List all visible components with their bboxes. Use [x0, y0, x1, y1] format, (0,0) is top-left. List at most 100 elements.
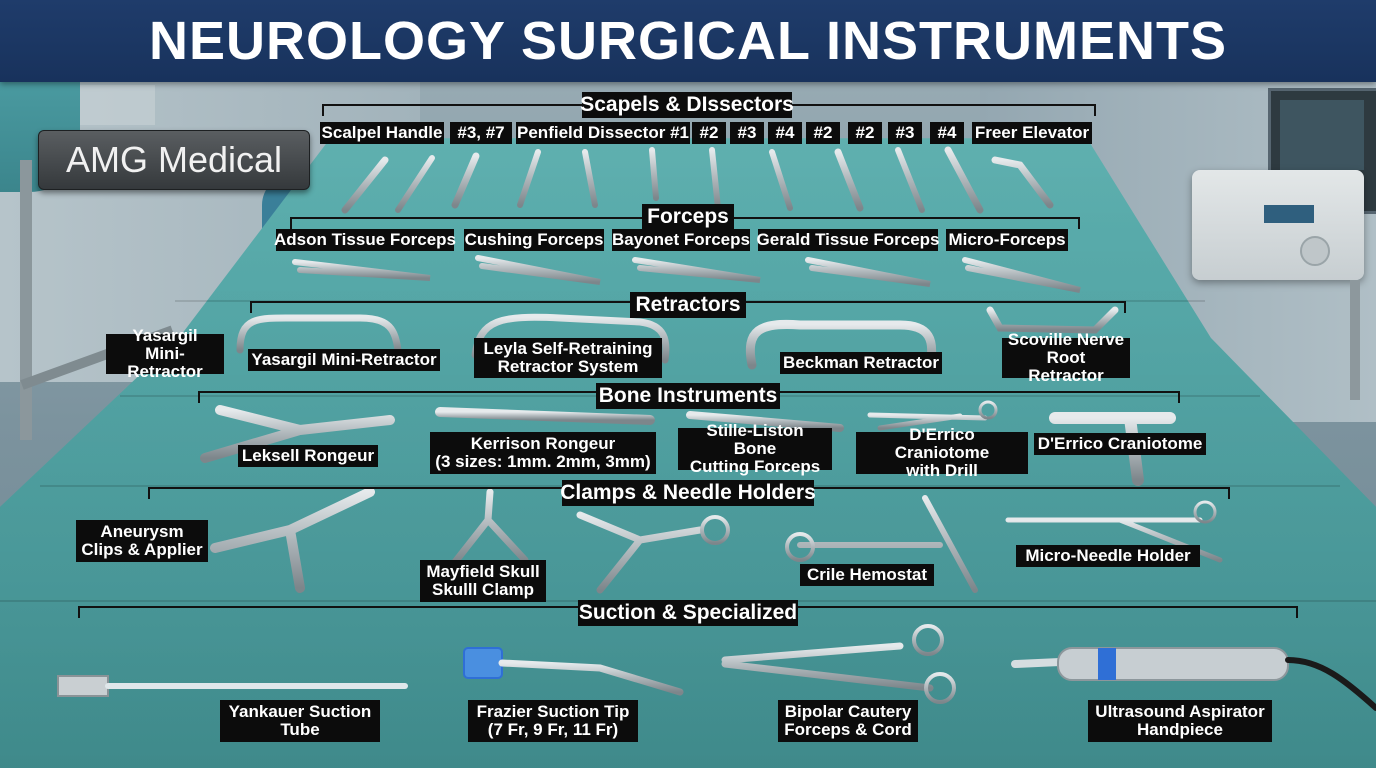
forceps-section-heading: Forceps — [642, 204, 734, 230]
scalpels-section-heading: Scapels & DIssectors — [580, 92, 794, 118]
forceps-set — [292, 255, 1081, 293]
background-stand-pole — [20, 160, 32, 440]
yasargil-retractor-instrument — [236, 314, 402, 354]
electrosurgical-unit-knob — [1300, 236, 1330, 266]
instrument-ring-handle — [978, 400, 998, 420]
frazier-suction-tip-label: Frazier Suction Tip (7 Fr, 9 Fr, 11 Fr) — [468, 700, 638, 742]
instrument-ring-handle — [912, 624, 944, 656]
derrico-craniotome-drill-label: D'Errico Craniotome with Drill — [856, 426, 1028, 479]
frazier-luer-hub — [463, 647, 503, 679]
micro-needle-holder-label: Micro-Needle Holder — [1016, 545, 1200, 567]
adson-forceps-instrument — [292, 259, 431, 281]
kerrison-rongeur-label: Kerrison Rongeur (3 sizes: 1mm. 2mm, 3mm… — [430, 432, 656, 474]
penfield-dissector-label: Penfield Dissector #1 — [516, 122, 690, 144]
brand-badge: AMG Medical — [38, 130, 310, 190]
frazier-suction-tip-instrument — [498, 659, 684, 696]
instrument-ring-handle — [924, 672, 956, 704]
micro-needle-holder-instrument — [1005, 517, 1223, 563]
derrico-craniotome-drill-instrument — [867, 412, 988, 431]
yankauer-suction-label: Yankauer Suction Tube — [220, 700, 380, 742]
dissector-size-label: #3 — [730, 122, 764, 144]
suction-and-specialized-set — [57, 624, 1376, 711]
ultrasound-aspirator-label: Ultrasound Aspirator Handpiece — [1088, 700, 1272, 742]
beckman-retractor-label: Beckman Retractor — [780, 352, 942, 374]
brand-name: AMG Medical — [65, 139, 283, 180]
beckman-retractor-instrument — [745, 319, 937, 370]
background-monitor-screen — [1280, 100, 1364, 170]
ultrasound-aspirator-handpiece-instrument — [1057, 647, 1289, 681]
bayonet-forceps-instrument — [632, 257, 761, 283]
penfield-dissector-instrument — [649, 147, 659, 201]
bipolar-cautery-label: Bipolar Cautery Forceps & Cord — [778, 700, 918, 742]
penfield-dissector-instrument — [895, 147, 925, 213]
clamp-and-needle-holder-set — [210, 487, 1223, 594]
scalpel-and-dissector-set — [341, 146, 1054, 214]
crile-hemostat-instrument — [797, 495, 978, 593]
scalpel-handle-label: Scalpel Handle — [320, 122, 444, 144]
aspirator-cord — [1285, 657, 1376, 711]
stille-liston-label: Stille-Liston Bone Cutting Forceps — [678, 422, 832, 475]
scalpel-handle-instrument — [395, 155, 435, 213]
suction-section-heading: Suction & Specialized — [578, 600, 798, 626]
leyla-retractor-instrument — [471, 313, 670, 364]
leksell-rongeur-label: Leksell Rongeur — [238, 445, 378, 467]
penfield-dissector-instrument — [769, 149, 793, 211]
freer-elevator-instrument — [991, 156, 1054, 209]
retractor-set — [236, 306, 1119, 370]
aspirator-tip — [1011, 658, 1064, 668]
bipolar-cautery-forceps-instrument — [721, 642, 934, 692]
kerrison-rongeur-instrument — [435, 407, 655, 425]
penfield-dissector-instrument — [582, 149, 598, 208]
penfield-dissector-instrument — [451, 152, 480, 209]
blade-size-label: #3, #7 — [450, 122, 512, 144]
gerald-forceps-label: Gerald Tissue Forceps — [756, 229, 940, 251]
mayfield-skull-clamp-instrument — [576, 511, 704, 594]
yankauer-connector — [57, 675, 109, 697]
title-bar: NEUROLOGY SURGICAL INSTRUMENTS — [0, 0, 1376, 82]
penfield-dissector-instrument — [944, 146, 984, 214]
crile-hemostat-label: Crile Hemostat — [800, 564, 934, 586]
yasargil-retractor-label: Yasargil Mini-Retractor — [248, 349, 440, 371]
retractors-section-heading: Retractors — [630, 292, 746, 318]
bone-section-heading: Bone Instruments — [596, 383, 780, 409]
aspirator-blue-band — [1098, 648, 1116, 680]
penfield-dissector-instrument — [709, 147, 721, 211]
dissector-size-label: #2 — [806, 122, 840, 144]
background-cart-pole — [1350, 280, 1360, 400]
micro-forceps-label: Micro-Forceps — [946, 229, 1068, 251]
electrosurgical-unit-display — [1264, 205, 1314, 223]
dissector-size-label: #4 — [930, 122, 964, 144]
micro-forceps-instrument — [962, 257, 1081, 293]
bayonet-forceps-label: Bayonet Forceps — [612, 229, 750, 251]
derrico-craniotome-label: D'Errico Craniotome — [1034, 433, 1206, 455]
dissector-size-label: #4 — [768, 122, 802, 144]
electrosurgical-unit — [1192, 170, 1364, 280]
clamps-section-heading: Clamps & Needle Holders — [560, 480, 816, 506]
penfield-dissector-instrument — [834, 148, 864, 212]
instrument-ring-handle — [700, 515, 730, 545]
aneurysm-clip-applier-label: Aneurysm Clips & Applier — [76, 520, 208, 562]
gerald-forceps-instrument — [805, 257, 931, 287]
adson-forceps-label: Adson Tissue Forceps — [274, 229, 457, 251]
dissector-size-label: #2 — [692, 122, 726, 144]
scoville-retractor-label: Scoville Nerve Root Retractor — [1002, 331, 1130, 384]
leyla-retractor-label: Leyla Self-Retraining Retractor System — [474, 338, 662, 378]
dissector-size-label: #2 — [848, 122, 882, 144]
scoville-retractor-instrument — [986, 306, 1119, 334]
penfield-dissector-instrument — [517, 149, 541, 208]
page-title: NEUROLOGY SURGICAL INSTRUMENTS — [148, 11, 1228, 71]
mayfield-clamp-instrument — [451, 488, 529, 566]
stille-liston-instrument — [686, 411, 844, 432]
yasargil-retractor-side-label: Yasargil Mini- Retractor — [106, 327, 224, 380]
aneurysm-clip-applier-instrument — [210, 487, 375, 593]
instrument-ring-handle — [785, 532, 815, 562]
cushing-forceps-label: Cushing Forceps — [464, 229, 604, 251]
cushing-forceps-instrument — [475, 255, 601, 285]
scalpel-handle-instrument — [341, 156, 389, 214]
leksell-rongeur-instrument — [200, 405, 395, 463]
freer-elevator-label: Freer Elevator — [972, 122, 1092, 144]
instrument-ring-handle — [1193, 500, 1217, 524]
dissector-size-label: #3 — [888, 122, 922, 144]
mayfield-skull-clamp-label: Mayfield Skull Skulll Clamp — [420, 560, 546, 602]
